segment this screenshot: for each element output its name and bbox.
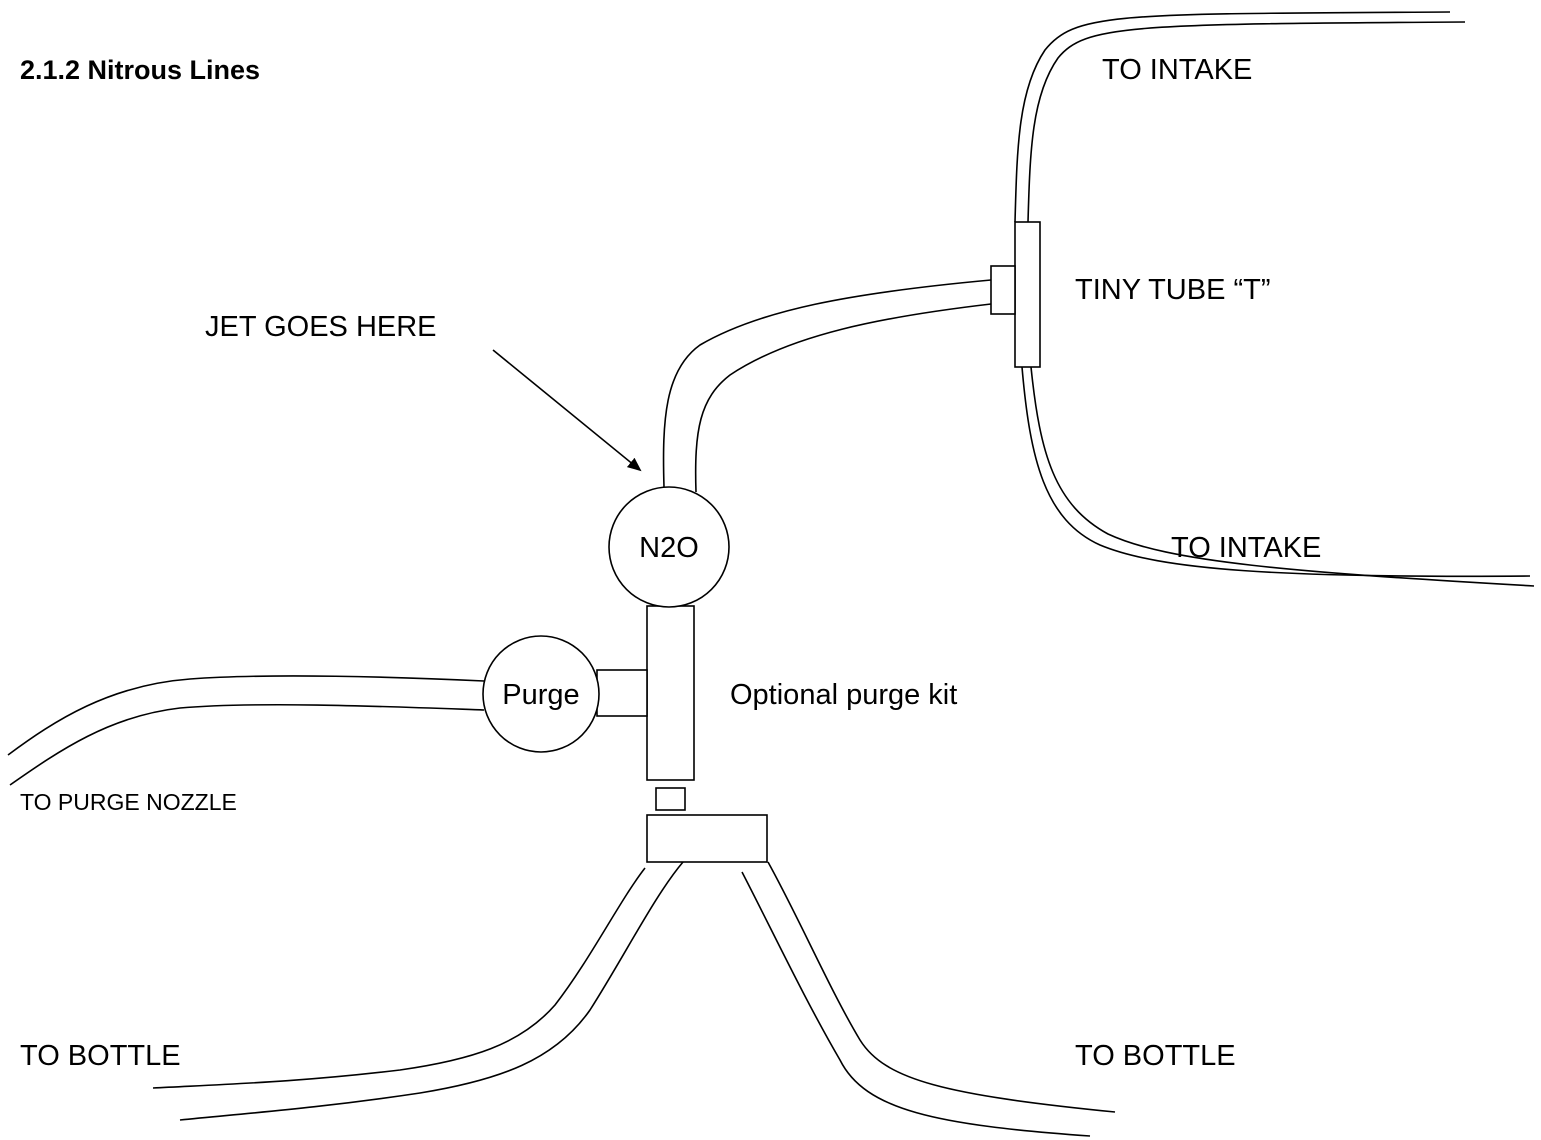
bottle-fitting-block — [646, 814, 768, 863]
purge-hose-inner — [9, 703, 485, 786]
label-jet-goes-here: JET GOES HERE — [205, 311, 437, 343]
n2o-hose-inner — [694, 303, 992, 493]
tiny-tube-t-body — [1014, 221, 1041, 368]
label-to-intake-bottom: TO INTAKE — [1171, 532, 1321, 564]
tiny-tube-t-side-port — [990, 265, 1016, 315]
label-to-bottle-right: TO BOTTLE — [1075, 1040, 1236, 1072]
intake-hose-top-outer — [1014, 11, 1451, 223]
label-n2o: N2O — [639, 532, 699, 564]
small-connector — [655, 787, 686, 811]
n2o-hose-outer — [662, 279, 992, 488]
bottle-hose-right-inner — [741, 871, 1091, 1137]
label-to-intake-top: TO INTAKE — [1102, 54, 1252, 86]
intake-hose-bottom-outer — [1021, 366, 1531, 578]
section-heading: 2.1.2 Nitrous Lines — [20, 55, 260, 85]
intake-hose-bottom-inner — [1030, 366, 1535, 587]
n2o-solenoid — [608, 486, 730, 608]
bottle-hose-left-outer — [152, 867, 646, 1089]
purge-kit-side-port — [596, 669, 648, 717]
label-tiny-tube-t: TINY TUBE “T” — [1075, 274, 1271, 306]
label-purge: Purge — [502, 679, 579, 711]
jet-arrow — [492, 349, 642, 472]
bottle-hose-left-inner — [179, 861, 684, 1121]
label-optional-purge-kit: Optional purge kit — [730, 679, 957, 711]
bottle-hose-right-outer — [767, 861, 1116, 1113]
purge-kit-body — [646, 605, 695, 781]
purge-hose-outer — [7, 675, 485, 756]
intake-hose-top-inner — [1027, 21, 1466, 223]
purge-solenoid — [482, 635, 600, 753]
label-to-purge-nozzle: TO PURGE NOZZLE — [20, 789, 237, 815]
label-to-bottle-left: TO BOTTLE — [20, 1040, 181, 1072]
